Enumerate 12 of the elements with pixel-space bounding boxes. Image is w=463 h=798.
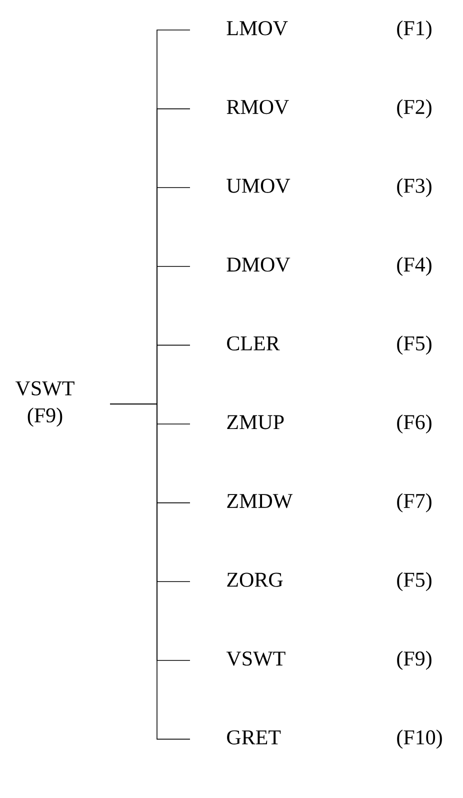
tree-connector [110, 404, 190, 740]
command-label: DMOV (F4) [226, 256, 432, 276]
command-label: CLER (F5) [227, 336, 432, 355]
command-label: VSWT (F9) [226, 650, 432, 670]
command-label: GRET (F10) [227, 730, 442, 749]
command-label: RMOV (F2) [226, 99, 432, 118]
command-label: UMOV (F3) [226, 178, 432, 198]
command-label: ZMDW (F7) [227, 493, 432, 512]
command-label: LMOV (F1) [226, 20, 432, 40]
command-label: ZORG (F5) [227, 572, 432, 592]
command-label: ZMUP (F6) [227, 414, 432, 434]
root-label: VSWT (F9) [16, 381, 74, 427]
